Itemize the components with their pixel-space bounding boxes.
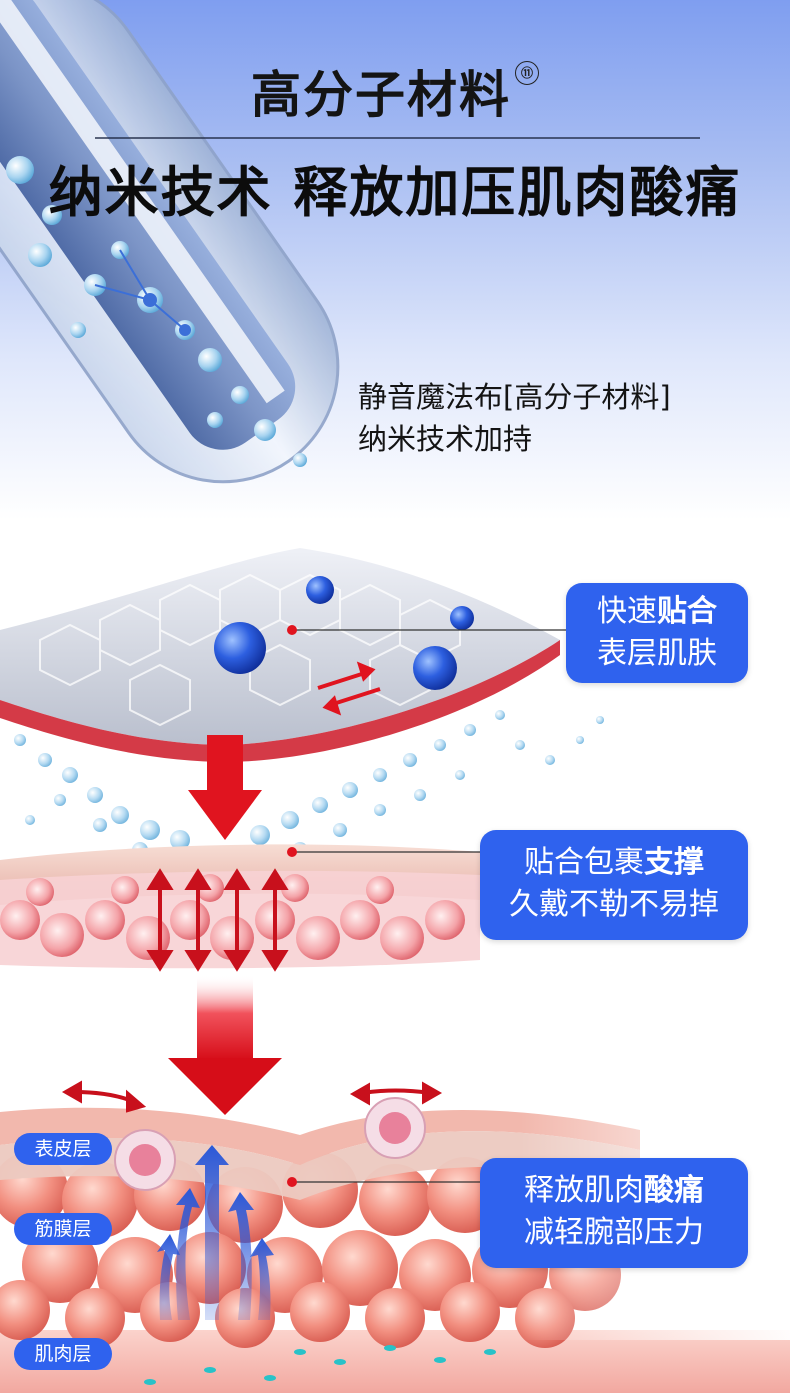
leader-line-1: [287, 625, 566, 635]
leader-line-2: [287, 847, 480, 857]
down-arrow-1: [188, 735, 262, 840]
headline: 纳米技术 释放加压肌肉酸痛: [48, 161, 742, 224]
footnote-mark: ⑪: [515, 61, 539, 85]
down-arrow-2: [168, 975, 282, 1115]
fabric-sheet: [0, 548, 560, 762]
material-description-line-1: 静音魔法布[高分子材料]: [358, 380, 671, 414]
tube-illustration: [0, 0, 340, 484]
callout-1-normal: 快速: [597, 594, 657, 629]
support-layer: [0, 844, 480, 972]
callout-3-normal: 释放肌肉: [524, 1173, 644, 1208]
leader-line-3: [287, 1177, 480, 1187]
callout-2-line2: 久戴不勒不易掉: [509, 887, 719, 922]
layer-label-epidermis: 表皮层: [14, 1133, 112, 1165]
material-description-line-2: 纳米技术加持: [358, 422, 533, 456]
callout-2-bold: 支撑: [644, 845, 704, 880]
callout-relief: 释放肌肉酸痛 减轻腕部压力: [480, 1158, 748, 1268]
layer-label-muscle: 肌肉层: [14, 1338, 112, 1370]
callout-3-line2: 减轻腕部压力: [524, 1215, 704, 1250]
callout-1-bold: 贴合: [657, 594, 717, 629]
title-divider: [95, 137, 700, 139]
layer-label-fascia: 筋膜层: [14, 1213, 112, 1245]
callout-2-normal: 贴合包裹: [524, 845, 644, 880]
page-title: 高分子材料: [251, 66, 511, 124]
callout-support: 贴合包裹支撑 久戴不勒不易掉: [480, 830, 748, 940]
callout-1-line2: 表层肌肤: [597, 636, 717, 671]
callout-3-bold: 酸痛: [644, 1173, 704, 1208]
material-description: 静音魔法布[高分子材料] 纳米技术加持: [358, 376, 671, 460]
callout-skin-fit: 快速贴合 表层肌肤: [566, 583, 748, 683]
molecule-links: [94, 249, 191, 336]
